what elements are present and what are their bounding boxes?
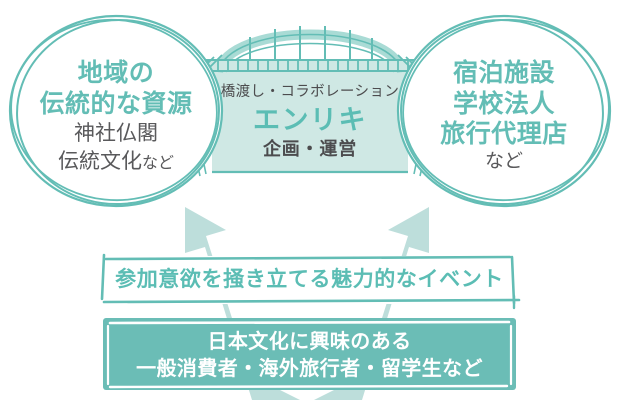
partners-circle	[396, 14, 612, 208]
audience-box-frame	[103, 318, 516, 390]
event-banner-frame	[100, 253, 521, 310]
bridge-graphic	[192, 26, 428, 177]
local-resources-circle	[8, 14, 224, 208]
